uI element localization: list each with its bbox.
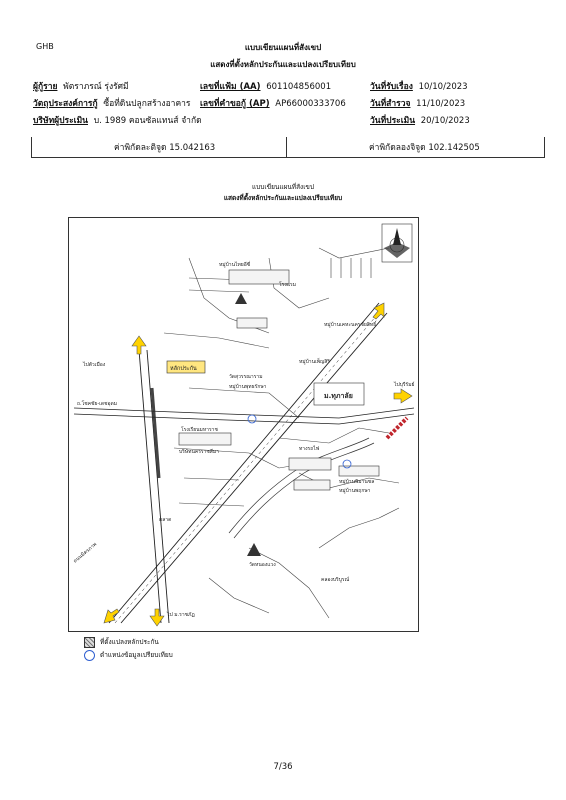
collateral-hatched-area [385, 416, 409, 440]
map-blocks [178, 269, 380, 491]
map-label-village-top: หมู่บ้านไทยอีซี่ [219, 261, 251, 268]
page-subtitle: แสดงที่ตั้งหลักประกันและแปลงเปรียบเทียบ [210, 60, 356, 69]
temple-icon [235, 293, 261, 556]
legend-collateral-swatch [84, 637, 95, 648]
map-label-mini-a: วัดสุวรรณาราม [229, 374, 263, 380]
bank-code: GHB [36, 42, 54, 51]
collateral-tag-label: หลักประกัน [170, 365, 197, 372]
legend-comparison-label: ตำแหน่งข้อมูลเปรียบเทียบ [100, 651, 173, 659]
appraiser-row: บริษัทผู้ประเมิน บ. 1989 คอนซัลแทนส์ จำก… [33, 113, 202, 127]
secondary-road [73, 407, 415, 425]
borrower-label: ผู้กู้ราย [33, 82, 58, 92]
map-label-temple: วัดหนองแวง [249, 562, 276, 568]
map-label-hospital: บริษัทนครราชสีมา [179, 448, 219, 455]
request-no-value: AP66000333706 [275, 99, 346, 109]
received-date-label: วันที่รับเรื่อง [370, 82, 413, 92]
map-label-market-lbl: ตลาด [159, 517, 171, 523]
survey-date-row: วันที่สำรวจ 11/10/2023 [370, 96, 465, 110]
location-map: หมู่บ้านไทยอีซี่ โรงแรม หมู่บ้านเคหะนครช… [68, 217, 419, 632]
borrower-row: ผู้กู้ราย พัตราภรณ์ รุ่งรัศมี [33, 79, 129, 93]
map-label-bottom-road: ไป ม.ราชภัฏ [166, 611, 195, 618]
appraised-date-value: 20/10/2023 [420, 116, 470, 126]
left-vertical-road [138, 349, 170, 624]
coordinate-divider [286, 137, 287, 157]
legend-collateral-label: ที่ตั้งแปลงหลักประกัน [100, 638, 159, 646]
legend-comparison-circle-icon [84, 650, 95, 661]
map-label-left-arrow-top: ไปตัวเมือง [82, 361, 106, 368]
page-title: แบบเขียนแผนที่สังเขป [244, 43, 322, 52]
request-no-label: เลขที่คำขอกู้ (AP) [200, 99, 270, 109]
appraiser-value: บ. 1989 คอนซัลแทนส์ จำกัด [93, 116, 202, 126]
appraised-date-label: วันที่ประเมิน [370, 116, 416, 126]
appraiser-label: บริษัทผู้ประเมิน [33, 116, 88, 126]
main-highway [108, 302, 388, 624]
map-label-big-block: ม.ทุภาลัย [324, 392, 353, 400]
latitude-text: ค่าพิกัดละติจูด 15.042163 [114, 143, 216, 153]
survey-date-value: 11/10/2023 [416, 99, 466, 109]
file-no-value: 601104856001 [266, 82, 332, 92]
map-label-right-arrow: ไปบุรีรัมย์ [393, 381, 415, 388]
collateral-marker [166, 360, 206, 374]
map-label-village-right-top: หมู่บ้านเคหะนครชัยสิทธิ์ [324, 320, 377, 328]
received-date-value: 10/10/2023 [418, 82, 468, 92]
map-title: แบบเขียนแผนที่สังเขป [251, 183, 315, 191]
request-no-row: เลขที่คำขอกู้ (AP) AP66000333706 [200, 96, 346, 110]
map-label-mini-b: หมู่บ้านพุทธรักษา [229, 383, 267, 390]
comparison-markers [247, 414, 352, 469]
coordinate-bar: ค่าพิกัดละติจูด 15.042163 ค่าพิกัดลองจิจ… [31, 137, 545, 158]
borrower-value: พัตราภรณ์ รุ่งรัศมี [63, 82, 129, 92]
page-number: 7/36 [273, 762, 293, 772]
north-arrow-icon [381, 223, 413, 263]
map-label-market: โรงแรม [279, 281, 296, 288]
file-no-row: เลขที่แฟ้ม (AA) 601104856001 [200, 79, 331, 93]
map-label-left-road: ถ.โชคชัย-เดชอุดม [77, 400, 117, 407]
map-label-canal: คลองบริบูรณ์ [321, 576, 350, 583]
map-label-bottom-left-road: ถนนมิตรภาพ [72, 541, 98, 565]
purpose-row: วัตถุประสงค์การกู้ ซื้อที่ดินปลูกสร้างอา… [33, 96, 190, 110]
purpose-label: วัตถุประสงค์การกู้ [33, 99, 98, 109]
longitude-text: ค่าพิกัดลองจิจูด 102.142505 [369, 143, 480, 153]
appraised-date-row: วันที่ประเมิน 20/10/2023 [370, 113, 470, 127]
received-date-row: วันที่รับเรื่อง 10/10/2023 [370, 79, 468, 93]
map-subtitle: แสดงที่ตั้งหลักประกันและแปลงเปรียบเทียบ [223, 194, 343, 202]
map-label-railway: ทางรถไฟ [299, 445, 320, 452]
map-label-village-b1: หมู่บ้านพิมานชล [339, 478, 374, 485]
map-label-school: โรงเรียนมหาราช [181, 426, 218, 433]
survey-date-label: วันที่สำรวจ [370, 99, 411, 109]
map-label-village-right2: หมู่บ้านเพ็ญสิริ [299, 357, 330, 365]
purpose-value: ซื้อที่ดินปลูกสร้างอาคาร [103, 99, 191, 109]
map-label-village-b2: หมู่บ้านพฤกษา [339, 487, 371, 494]
file-no-label: เลขที่แฟ้ม (AA) [200, 82, 261, 92]
direction-arrows [103, 302, 413, 627]
